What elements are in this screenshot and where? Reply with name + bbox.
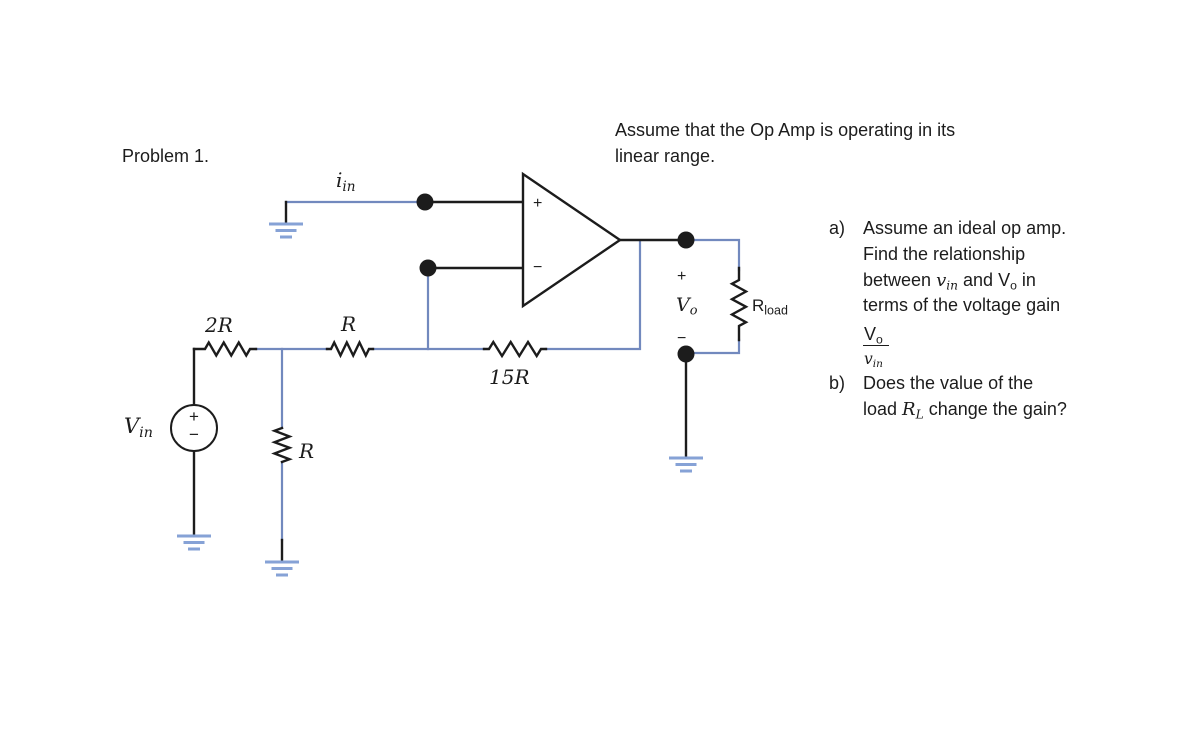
- i-in-sub: in: [342, 178, 356, 195]
- b-line2-r-sub: L: [915, 407, 924, 422]
- voltage-source-circle: [170, 404, 218, 452]
- label-r-load: Rload: [752, 296, 788, 318]
- resistor-load-zigzag: [729, 266, 749, 342]
- blue-wires: [254, 200, 741, 542]
- line3-vin-base: v: [936, 269, 947, 291]
- question-a-body: Assume an ideal op amp. Find the relatio…: [863, 216, 1089, 369]
- fraction-denominator: vin: [863, 350, 1089, 369]
- frac-den-sub: in: [872, 357, 883, 370]
- dot-noninverting: [416, 193, 434, 211]
- b-line2-r-base: R: [902, 398, 916, 420]
- ground-symbols: [177, 222, 703, 577]
- question-a-line4: terms of the voltage gain: [863, 295, 1061, 316]
- r-load-sub: load: [764, 303, 788, 318]
- questions-column: a) Assume an ideal op amp. Find the rela…: [829, 216, 1089, 423]
- question-a-line1: Assume an ideal op amp.: [863, 218, 1067, 238]
- line3-vin-sub: in: [946, 278, 959, 293]
- line3-pre: between: [863, 269, 937, 290]
- ground-output: [669, 456, 703, 473]
- resistor-series-zigzag: [325, 339, 375, 359]
- resistor-shunt-zigzag: [271, 426, 293, 464]
- label-resistor-2r: 2R: [205, 313, 233, 337]
- label-v-o: Vo: [676, 294, 698, 319]
- v-in-base: V: [124, 414, 140, 438]
- frac-num-sub: o: [876, 332, 883, 347]
- note-line1: Assume that the Op Amp is operating in i…: [615, 120, 956, 140]
- label-i-in: iin: [336, 168, 356, 194]
- fraction-numerator: Vo: [863, 324, 889, 347]
- frac-den-base: v: [864, 349, 873, 368]
- question-a-line2: Find the relationship: [863, 243, 1026, 264]
- vo-minus-sign: −: [677, 330, 687, 347]
- problem-title: Problem 1.: [122, 146, 210, 166]
- source-minus-sign: −: [189, 425, 199, 444]
- wire-output-to-load: [684, 238, 741, 272]
- frac-num-base: V: [864, 324, 877, 345]
- v-in-sub: in: [139, 424, 153, 441]
- line3-post: in: [1016, 269, 1036, 290]
- opamp-note: Assume that the Op Amp is operating in i…: [615, 117, 955, 169]
- ground-top-left: [269, 222, 303, 239]
- question-a-line3: between vin and Vo in: [863, 268, 1089, 294]
- resistor-feedback-zigzag: [482, 339, 548, 359]
- ground-shunt: [265, 560, 299, 577]
- gain-fraction: Vo vin: [863, 322, 1089, 369]
- v-o-sub: o: [689, 303, 698, 319]
- note-line2: linear range.: [615, 146, 716, 166]
- question-b-marker: b): [829, 372, 846, 393]
- opamp-minus-sign: −: [533, 259, 543, 276]
- line3-vo-sub: o: [1010, 278, 1017, 293]
- label-v-in: Vin: [124, 414, 153, 441]
- opamp-triangle: [521, 171, 623, 309]
- ground-source: [177, 534, 211, 551]
- source-plus-sign: +: [189, 407, 199, 426]
- label-resistor-shunt: R: [299, 439, 315, 463]
- label-resistor-series: R: [341, 312, 357, 336]
- question-a-marker: a): [829, 218, 846, 238]
- line3-mid: and V: [958, 269, 1011, 290]
- question-a: a) Assume an ideal op amp. Find the rela…: [829, 216, 1089, 369]
- b-line2-pre: load: [863, 398, 903, 419]
- wire-feedback-right: [544, 239, 642, 351]
- opamp-plus-sign: +: [533, 195, 543, 212]
- question-b-body: Does the value of the load RL change the…: [863, 371, 1089, 423]
- wire-load-bottom: [686, 338, 741, 355]
- question-b: b) Does the value of the load RL change …: [829, 371, 1089, 423]
- b-line2-post: change the gain?: [923, 398, 1067, 419]
- vo-plus-sign: +: [677, 268, 687, 285]
- dot-inverting: [419, 259, 437, 277]
- label-resistor-feedback: 15R: [489, 365, 530, 389]
- i-in-base: i: [336, 168, 343, 192]
- v-o-base: V: [676, 294, 690, 316]
- r-load-base: R: [752, 296, 765, 315]
- black-wires: [192, 200, 749, 562]
- junction-dots: [416, 193, 695, 363]
- resistor-2r-zigzag: [192, 340, 258, 358]
- dot-output: [677, 231, 695, 249]
- question-b-line2: load RL change the gain?: [863, 397, 1089, 423]
- question-b-line1: Does the value of the: [863, 372, 1034, 393]
- dot-output-bottom: [677, 345, 695, 363]
